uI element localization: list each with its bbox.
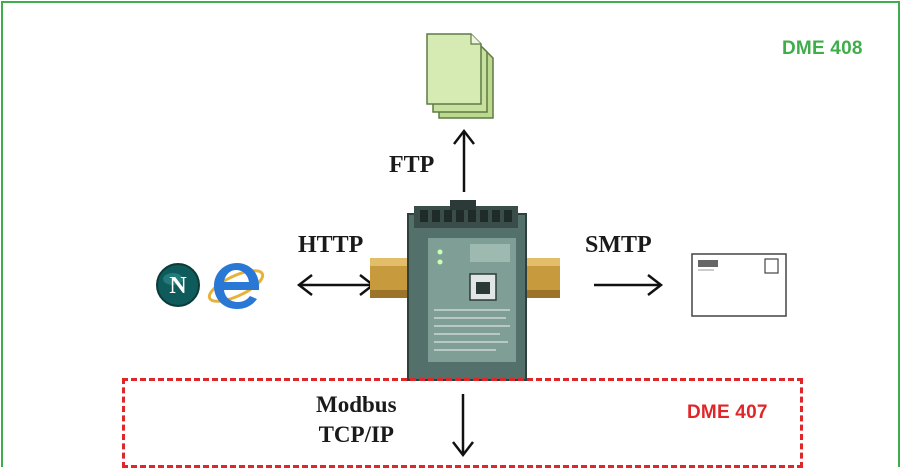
modbus-label-line1: Modbus: [316, 392, 397, 417]
din-rail-device: [370, 200, 560, 381]
dme-408-label: DME 408: [782, 38, 863, 59]
dme-407-dashed-box: [122, 378, 803, 468]
ftp-label: FTP: [389, 152, 435, 178]
http-label: HTTP: [298, 232, 364, 258]
http-bidirectional-arrow: [296, 274, 376, 296]
envelope-icon: [691, 253, 787, 317]
modbus-arrow: [452, 394, 474, 458]
smtp-arrow: [594, 274, 664, 296]
dme-407-label: DME 407: [687, 402, 768, 423]
internet-explorer-icon: [207, 263, 265, 309]
file-stack-icon: [426, 33, 494, 119]
modbus-label-line2: TCP/IP: [318, 422, 394, 447]
smtp-label: SMTP: [585, 232, 652, 258]
ftp-arrow: [453, 128, 475, 192]
modbus-tcpip-label: Modbus TCP/IP: [316, 390, 397, 450]
svg-text:N: N: [169, 273, 187, 299]
netscape-icon: N: [156, 263, 200, 307]
